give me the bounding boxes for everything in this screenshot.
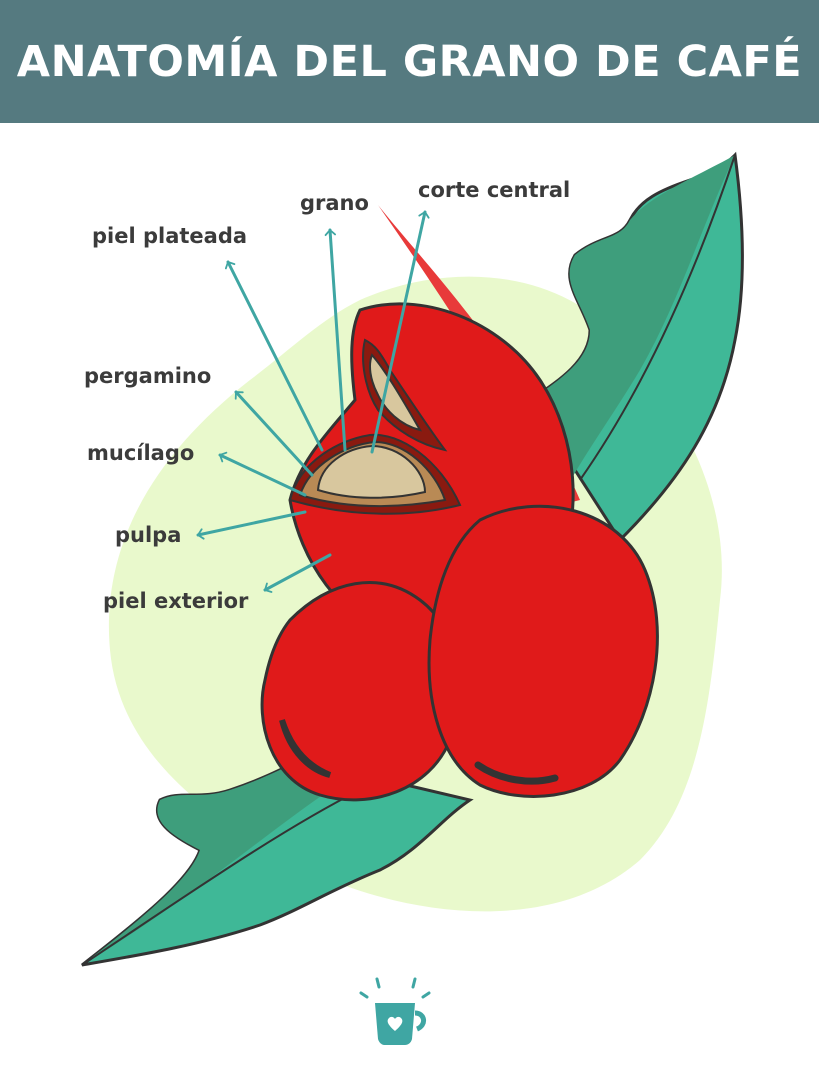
arrow-pergamino [234,390,314,477]
arrow-grano [324,228,347,452]
cherry-left-shadow [279,719,332,778]
leaf-upper-vein [579,154,736,481]
page-title: ANATOMÍA DEL GRANO DE CAFÉ [16,36,803,87]
bean-half [316,444,427,499]
coffee-cherry-illustration [81,151,744,967]
label-pulpa: pulpa [115,523,182,547]
arrow-corte-central [370,210,430,454]
arrow-mucilago [218,451,307,497]
bean-upper-inner [369,353,423,432]
label-piel-exterior: piel exterior [103,589,249,613]
leaf-lower-vein [81,789,361,966]
bean-upper [362,338,448,452]
label-arrows [196,210,430,593]
cherry-right [427,504,659,798]
label-corte-central: corte central [418,178,571,202]
arrow-pulpa [196,510,307,540]
coffee-mug-heart-icon [359,977,431,1045]
arrow-piel-exterior [263,553,332,593]
cherry-left [260,581,462,802]
arrow-piel-plateada [224,260,324,452]
label-pergamino: pergamino [84,364,212,388]
title-banner: ANATOMÍA DEL GRANO DE CAFÉ [0,0,819,123]
label-mucilago: mucílago [87,441,195,465]
label-grano: grano [300,191,369,215]
label-piel-plateada: piel plateada [92,224,248,248]
cherry-right-shadow [474,761,559,785]
leaf-upper-shade [530,155,735,500]
leaf-lower-shade [82,760,330,965]
